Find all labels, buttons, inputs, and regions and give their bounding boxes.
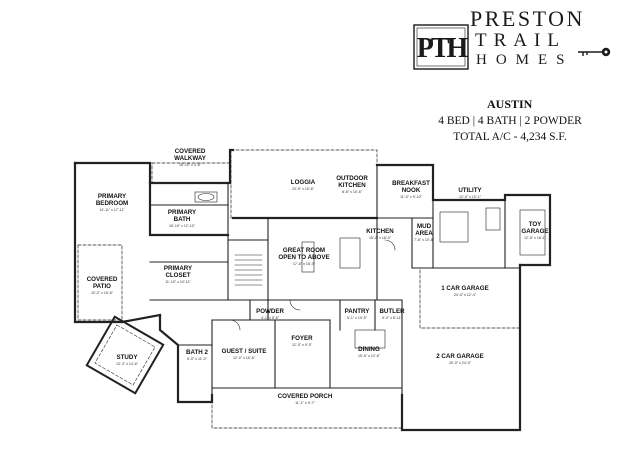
room-great-room-name-1: GREAT ROOM — [283, 247, 325, 254]
room-dining-dim: 15'-6" x 12'-6" — [358, 354, 381, 358]
room-powder-dim: 4'-1" x 5'-6" — [261, 316, 280, 320]
room-two-car-garage-dim: 20'-0" x 24'-0" — [449, 361, 472, 365]
room-breakfast-nook-name-1: BREAKFAST — [392, 180, 430, 187]
room-great-room-dim: 17'-6" x 18'-0" — [293, 262, 316, 266]
room-mud-area-dim: 7'-6" x 10'-6" — [414, 238, 435, 242]
room-foyer-name: FOYER — [291, 335, 313, 342]
room-covered-porch-dim: 11'-1" x 9'-7" — [295, 401, 316, 405]
plan-name: AUSTIN — [487, 97, 533, 111]
room-outdoor-kitchen-name-2: KITCHEN — [338, 182, 366, 189]
room-mud-area-name-2: AREA — [415, 230, 433, 237]
room-butler-dim: 5'-0" x 6'-11" — [382, 316, 403, 320]
room-study-name: STUDY — [117, 354, 139, 361]
room-toy-garage-name-1: TOY — [529, 221, 542, 228]
room-pantry-dim: 5'-1" x 10'-5" — [347, 316, 368, 320]
room-bath2-dim: 6'-0" x 11'-0" — [187, 357, 208, 361]
plan-area: TOTAL A/C - 4,234 S.F. — [453, 131, 567, 143]
plan-summary: 4 BED | 4 BATH | 2 POWDER — [438, 115, 582, 127]
room-guest-suite-dim: 12'-0" x 15'-6" — [233, 356, 256, 360]
brand-line-1: PRESTON — [470, 6, 585, 31]
room-covered-patio-name-2: PATIO — [93, 283, 111, 290]
key-icon — [578, 47, 611, 57]
room-primary-closet-name-1: PRIMARY — [164, 265, 193, 272]
room-mud-area-name-1: MUD — [417, 223, 432, 230]
monogram-text: PTH — [417, 33, 469, 64]
room-primary-bath-name-1: PRIMARY — [168, 209, 197, 216]
room-kitchen-name: KITCHEN — [366, 228, 394, 235]
brand-line-2: TRAIL — [475, 30, 566, 51]
room-covered-walkway-name-1: COVERED — [175, 148, 206, 155]
room-toy-garage-dim: 12'-8" x 16'-1" — [524, 236, 547, 240]
monogram-logo: PTH — [413, 24, 469, 70]
room-covered-porch-name: COVERED PORCH — [278, 393, 333, 400]
room-utility-dim: 12'-0" x 10'-1" — [459, 195, 482, 199]
room-breakfast-nook-dim: 11'-0" x 9'-10" — [400, 195, 423, 199]
room-loggia-dim: 23'-5" x 15'-6" — [292, 187, 315, 191]
room-primary-bedroom-dim: 14'-11" x 17'-11" — [99, 208, 125, 212]
room-bath2-name: BATH 2 — [186, 349, 208, 356]
brand-line-3: HOMES — [476, 52, 574, 68]
room-kitchen-dim: 15'-2" x 18'-0" — [369, 236, 392, 240]
room-covered-patio-dim: 10'-2" x 15'-6" — [91, 291, 114, 295]
room-dining-name: DINING — [358, 346, 380, 353]
room-pantry-name: PANTRY — [345, 308, 371, 315]
room-foyer-dim: 12'-0" x 9'-0" — [292, 343, 313, 347]
room-covered-walkway-name-2: WALKWAY — [174, 155, 207, 162]
room-outdoor-kitchen-name-1: OUTDOOR — [336, 175, 368, 182]
room-butler-name: BUTLER — [379, 308, 405, 315]
room-utility-name: UTILITY — [458, 187, 482, 194]
room-guest-suite-name: GUEST / SUITE — [222, 348, 267, 355]
room-primary-closet-dim: 11'-10" x 10'-11" — [165, 280, 191, 284]
room-study-dim: 13'-3" x 14'-6" — [116, 362, 139, 366]
room-loggia-name: LOGGIA — [291, 179, 316, 186]
room-primary-bedroom-name-2: BEDROOM — [96, 200, 128, 207]
one-car-garage-outline — [419, 267, 521, 329]
room-toy-garage-name-2: GARAGE — [521, 228, 548, 235]
room-great-room-name-2: OPEN TO ABOVE — [278, 254, 329, 261]
room-primary-closet-name-2: CLOSET — [165, 272, 190, 279]
room-breakfast-nook-name-2: NOOK — [402, 187, 421, 194]
room-primary-bath-name-2: BATH — [174, 216, 191, 223]
room-primary-bath-dim: 16'-10" x 12'-10" — [169, 224, 196, 228]
room-outdoor-kitchen-dim: 8'-6" x 15'-6" — [342, 190, 363, 194]
room-primary-bedroom-name-1: PRIMARY — [98, 193, 127, 200]
covered-patio-outline — [77, 244, 123, 321]
room-covered-patio-name-1: COVERED — [87, 276, 118, 283]
room-one-car-garage-dim: 24'-5" x 12'-4" — [454, 293, 477, 297]
room-one-car-garage-name: 1 CAR GARAGE — [441, 285, 488, 292]
room-powder-name: POWDER — [256, 308, 284, 315]
room-covered-walkway-dim: 16'-10" x 4'-6" — [179, 163, 202, 167]
room-two-car-garage-name: 2 CAR GARAGE — [436, 353, 483, 360]
